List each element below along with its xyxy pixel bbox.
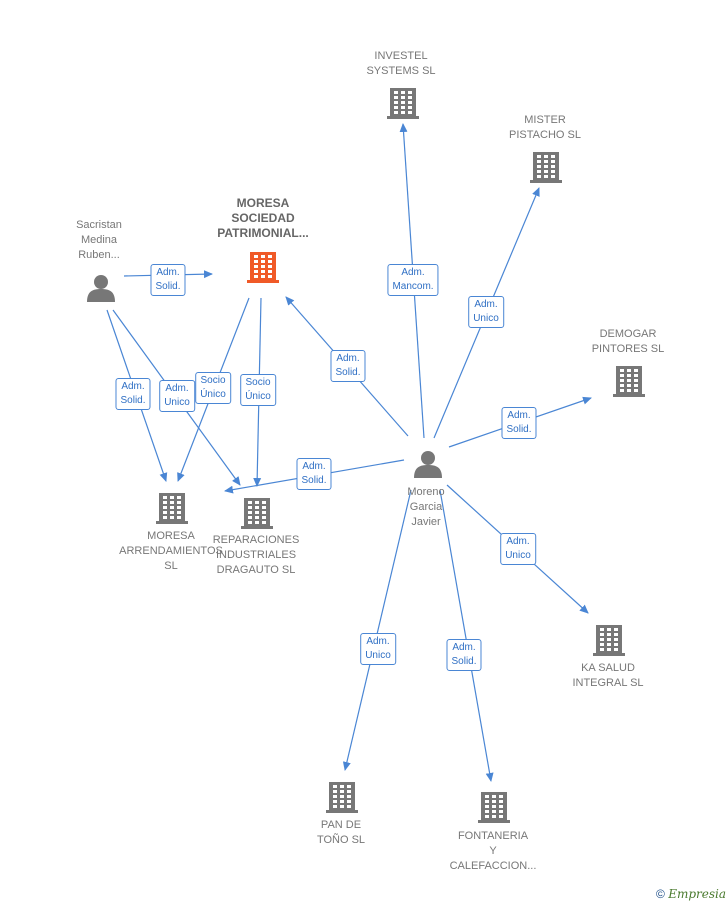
person-icon[interactable] [87, 275, 115, 302]
building-icon[interactable] [530, 152, 562, 183]
company-name-label[interactable]: REPARACIONES INDUSTRIALES DRAGAUTO SL [212, 534, 300, 576]
edge-role-label[interactable]: Adm. Solid. [115, 378, 151, 410]
company-name-label[interactable]: MORESA SOCIEDAD PATRIMONIAL... [217, 196, 309, 240]
company-name-label[interactable]: PAN DE TOÑO SL [316, 819, 366, 846]
building-icon[interactable] [241, 498, 273, 529]
company-name-label[interactable]: MORESA ARRENDAMIENTOS SL [119, 530, 223, 572]
edge-role-label[interactable]: Adm. Solid. [150, 264, 186, 296]
edge-role-label[interactable]: Adm. Unico [468, 296, 504, 328]
person-icon[interactable] [414, 451, 442, 478]
edge-role-label[interactable]: Socio Único [195, 372, 231, 404]
edge-line [342, 489, 412, 771]
edge-role-label[interactable]: Adm. Unico [159, 380, 195, 412]
building-icon[interactable] [247, 252, 279, 283]
edge-role-label[interactable]: Socio Único [240, 374, 276, 406]
company-name-label[interactable]: MISTER PISTACHO SL [509, 114, 581, 141]
brand-logo-text: Empresia [668, 887, 726, 901]
edge-role-label[interactable]: Adm. Unico [500, 533, 536, 565]
building-icon[interactable] [326, 782, 358, 813]
person-name-label[interactable]: Sacristan Medina Ruben... [76, 219, 122, 261]
footer-brand[interactable]: © Empresia [656, 887, 726, 901]
building-icon[interactable] [613, 366, 645, 397]
person-name-label[interactable]: Moreno Garcia Javier [407, 486, 445, 528]
company-name-label[interactable]: KA SALUD INTEGRAL SL [572, 662, 644, 689]
edge-role-label[interactable]: Adm. Solid. [501, 407, 537, 439]
company-name-label[interactable]: INVESTEL SYSTEMS SL [366, 50, 436, 77]
edge-role-label[interactable]: Adm. Mancom. [387, 264, 439, 296]
company-name-label[interactable]: FONTANERIA Y CALEFACCION... [449, 830, 537, 872]
edge-line [439, 489, 494, 782]
building-icon[interactable] [387, 88, 419, 119]
edge-role-label[interactable]: Adm. Solid. [446, 639, 482, 671]
copyright-icon: © [656, 887, 665, 901]
edge-role-label[interactable]: Adm. Solid. [330, 350, 366, 382]
building-icon[interactable] [593, 625, 625, 656]
edge-role-label[interactable]: Adm. Unico [360, 633, 396, 665]
building-icon[interactable] [478, 792, 510, 823]
edge-role-label[interactable]: Adm. Solid. [296, 458, 332, 490]
building-icon[interactable] [156, 493, 188, 524]
company-name-label[interactable]: DEMOGAR PINTORES SL [591, 328, 665, 355]
